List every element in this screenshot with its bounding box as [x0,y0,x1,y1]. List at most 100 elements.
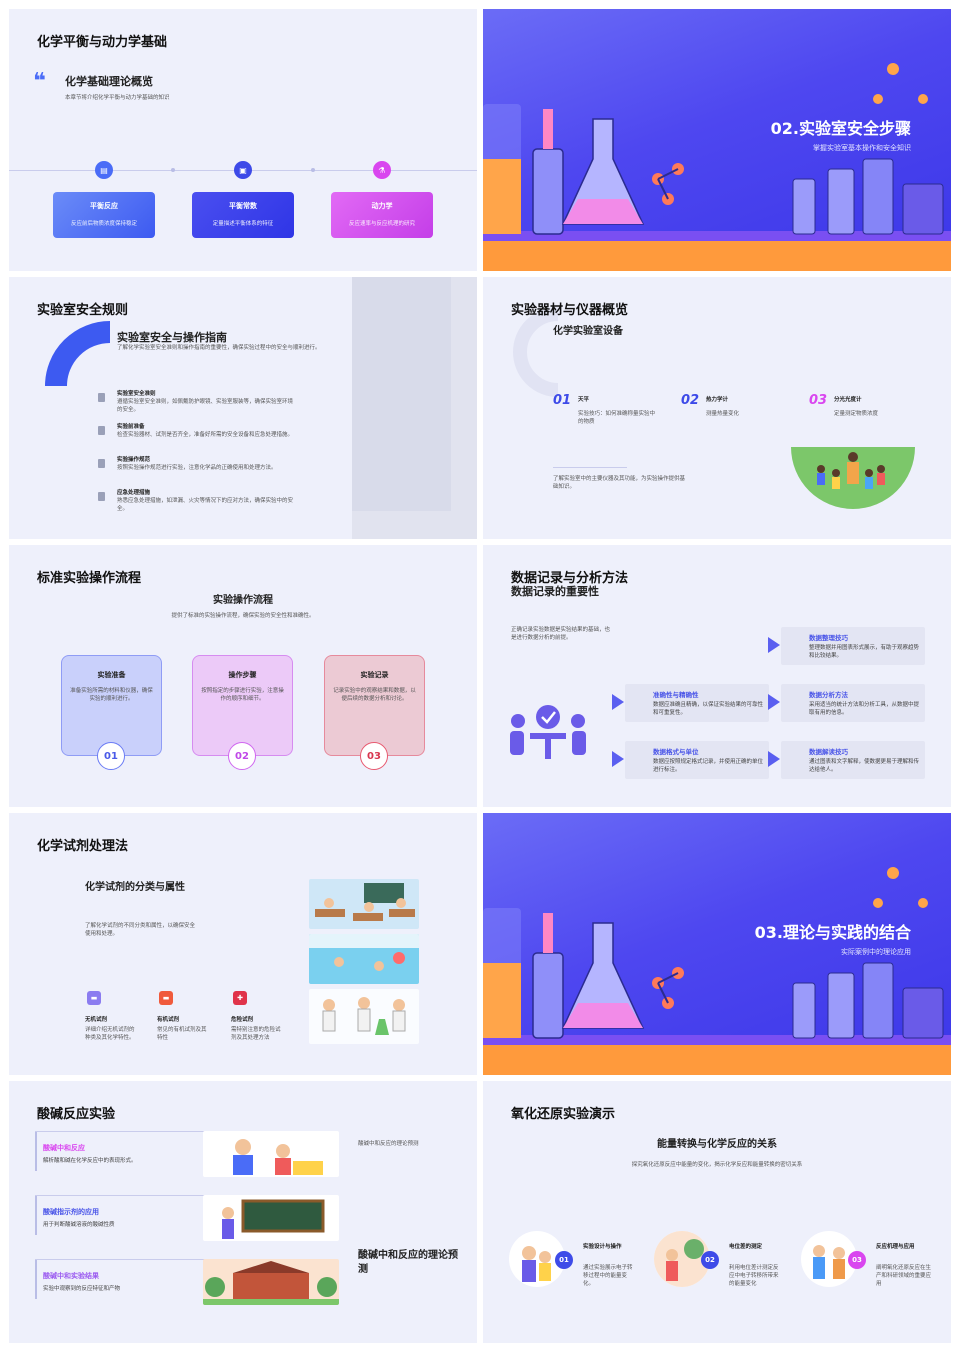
lab-kids-image [309,989,419,1044]
card-title: 动力学 [371,202,393,210]
section-heading: 实验室安全与操作指南 [117,331,227,344]
slide-8[interactable]: 03.理论与实践的结合 实际案例中的理论应用 [483,813,951,1075]
item-desc: 测量热量变化 [706,411,740,417]
slide-title: 标准实验操作流程 [37,571,142,586]
item-title: 酸碱指示剂的应用 [43,1208,99,1216]
step-number: 01 [555,1251,573,1269]
box-desc: 通过图表和文字解释，使数据更易于理解和传达给他人。 [809,759,920,773]
step-card[interactable]: 实验记录记录实验中的观察结果和数据，以便后续的数据分析和讨论。 [324,655,425,756]
arrow-icon [768,637,780,653]
accent-bar [35,1260,37,1299]
box-title: 数据分析方法 [809,691,848,699]
item-desc: 用于判断酸碱溶液的酸碱性质 [43,1222,115,1228]
info-box[interactable]: 数据格式与单位数据应按照规定格式记录，并使用正确的单位进行标注。 [612,741,769,779]
item-desc: 通过实验展示电子转移过程中的能量变化。 [583,1265,633,1287]
item-desc: 解析酸和碱在化学反应中的表现形式。 [43,1158,137,1164]
item-desc: 详细介绍无机试剂的种类及其化学特性。 [85,1027,135,1041]
classroom-image [309,879,419,929]
item-title: 实验操作规范 [117,457,151,463]
item-title: 热力学计 [706,397,729,403]
section-title: 03.理论与实践的结合 [754,923,911,942]
info-box[interactable]: 准确性与精确性数据应准确且精确，以保证实验结果的可靠性和可重复性。 [612,684,769,722]
accent-bar [35,1196,37,1235]
lab-illustration [483,867,951,1075]
item-desc: 常见的有机试剂及其特性 [157,1027,207,1041]
section-heading: 化学试剂的分类与属性 [85,882,185,893]
slide-9[interactable]: 酸碱反应实验 酸碱中和反应解析酸和碱在化学反应中的表现形式。 酸碱指示剂的应用用… [9,1081,477,1343]
card-title: 平衡反应 [90,202,118,210]
slide-3[interactable]: 实验室安全规则 实验室安全与操作指南 了解化学实验室安全准则和操作指南的重要性，… [9,277,477,539]
slide-7[interactable]: 化学试剂处理法 化学试剂的分类与属性 了解化学试剂的不同分类和属性，以确保安全使… [9,813,477,1075]
box-desc: 数据应按照规定格式记录，并使用正确的单位进行标注。 [653,759,764,773]
slide-5[interactable]: 标准实验操作流程 实验操作流程 提供了标准的实验操作流程，确保实验的安全性和准确… [9,545,477,807]
list-item[interactable]: 酸碱中和实验结果实验中观察到的反应特征和产物 [35,1259,205,1299]
lab-illustration [483,63,951,271]
concept-card[interactable]: 平衡常数 定量描述平衡体系的特征 [192,192,294,238]
school-image [203,1259,339,1305]
list-item: 实验操作规范按照实验操作规范进行实验，注意化学品的正确使用和处理方法。 [98,457,297,473]
slide-title: 数据记录与分析方法 [511,571,629,586]
item-desc: 实验中观察到的反应特征和产物 [43,1286,121,1292]
decor-panel [352,277,451,511]
item-desc: 需特别注意的危险试剂及其处理方法 [231,1027,281,1041]
box-title: 数据整理技巧 [809,634,848,642]
step-card[interactable]: 操作步骤按照指定的步骤进行实验，注意操作的顺序和细节。 [192,655,293,756]
concept-card[interactable]: 平衡反应 反应前后物质浓度保持稳定 [53,192,155,238]
item-title: 无机试剂 [85,1017,108,1023]
card-desc: 反应速率与反应机理的研究 [348,221,415,227]
item-desc: 遵循实验室安全准则，如佩戴防护眼镜、实验室服装等，确保实验室环境的安全。 [117,398,294,413]
slide-2[interactable]: 02.实验室安全步骤 掌握实验室基本操作和安全知识 [483,9,951,271]
card-title: 平衡常数 [229,202,257,210]
slide-1[interactable]: 化学平衡与动力学基础 ❝ 化学基础理论概览 本章节将介绍化学平衡与动力学基础的知… [9,9,477,271]
slide-title: 化学试剂处理法 [37,839,129,854]
divider [553,467,627,468]
accent-bar [35,1132,37,1171]
item-desc: 检查实验器材、试剂是否齐全，准备好所需的安全设备和应急处理措施。 [117,431,294,438]
section-heading: 能量转换与化学反应的关系 [657,1139,777,1150]
slide-10[interactable]: 氧化还原实验演示 能量转换与化学反应的关系 探究氧化还原反应中能量的变化，揭示化… [483,1081,951,1343]
section-heading: 实验操作流程 [213,595,273,606]
section-title: 02.实验室安全步骤 [770,119,911,138]
classroom-illustration [791,447,915,509]
item-title: 实验室安全准则 [117,391,156,397]
card-title: 实验记录 [360,671,389,679]
item-title: 实验前准备 [117,424,145,430]
item-title: 危险试剂 [231,1017,254,1023]
list-item: 应急处理措施熟悉应急处理措施，如泄漏、火灾等情况下的应对方法，确保实验中的安全。 [98,490,297,514]
step-number: 03 [360,742,388,770]
item-title: 实验设计与操作 [583,1244,622,1250]
slide-4[interactable]: 实验器材与仪器概览 化学实验室设备 01 天平 实验技巧：如何准确称量实验中的物… [483,277,951,539]
item-title: 天平 [578,397,590,403]
arrow-icon [768,751,780,767]
arrow-icon [612,694,624,710]
step-card[interactable]: 实验准备准备实验所需的材料和仪器，确保实验的顺利进行。 [61,655,162,756]
flask-icon: ⚗ [373,161,391,179]
item-number: 03 [809,393,828,408]
slide-title: 实验器材与仪器概览 [511,303,629,318]
box-title: 数据格式与单位 [653,748,699,756]
item-desc: 熟悉应急处理措施，如泄漏、火灾等情况下的应对方法，确保实验中的安全。 [117,497,294,512]
footnote-text: 了解实验室中的主要仪器及其功能，为实验操作提供基础知识。 [553,476,686,490]
intro-text: 提供了标准的实验操作流程，确保实验的安全性和准确性。 [171,613,315,619]
slide-6[interactable]: 数据记录与分析方法 数据记录的重要性 正确记录实验数据是实验结果的基础，也是进行… [483,545,951,807]
item-number: 02 [681,393,700,408]
note-text: 酸碱中和反应的理论预测 [358,1141,419,1147]
intro-text: 了解化学实验室安全准则和操作指南的重要性，确保实验过程中的安全与顺利进行。 [117,345,321,351]
list-item[interactable]: 酸碱中和反应解析酸和碱在化学反应中的表现形式。 [35,1131,205,1171]
item-desc: 按照实验操作规范进行实验，注意化学品的正确使用和处理方法。 [117,464,277,471]
info-box[interactable]: 数据解读技巧通过图表和文字解释，使数据更易于理解和传达给他人。 [768,741,925,779]
item-desc: 定量测定物质浓度 [834,411,879,417]
intro-text: 本章节将介绍化学平衡与动力学基础的知识 [65,95,170,101]
item-title: 有机试剂 [157,1017,180,1023]
concept-card[interactable]: 动力学 反应速率与反应机理的研究 [331,192,433,238]
timeline-dot [171,168,175,172]
card-title: 实验准备 [97,671,126,679]
box-desc: 数据应准确且精确，以保证实验结果的可靠性和可重复性。 [653,702,764,716]
item-title: 反应机理与应用 [876,1244,915,1250]
section-heading: 化学实验室设备 [553,326,623,337]
timeline-dot [311,168,315,172]
slide-title: 实验室安全规则 [37,303,129,318]
info-box[interactable]: 数据整理技巧整理数据并用图表形式展示，有助于观察趋势和比较结果。 [768,627,925,665]
info-box[interactable]: 数据分析方法采用适当的统计方法和分析工具，从数据中提取有用的信息。 [768,684,925,722]
list-item[interactable]: 酸碱指示剂的应用用于判断酸碱溶液的酸碱性质 [35,1195,205,1235]
